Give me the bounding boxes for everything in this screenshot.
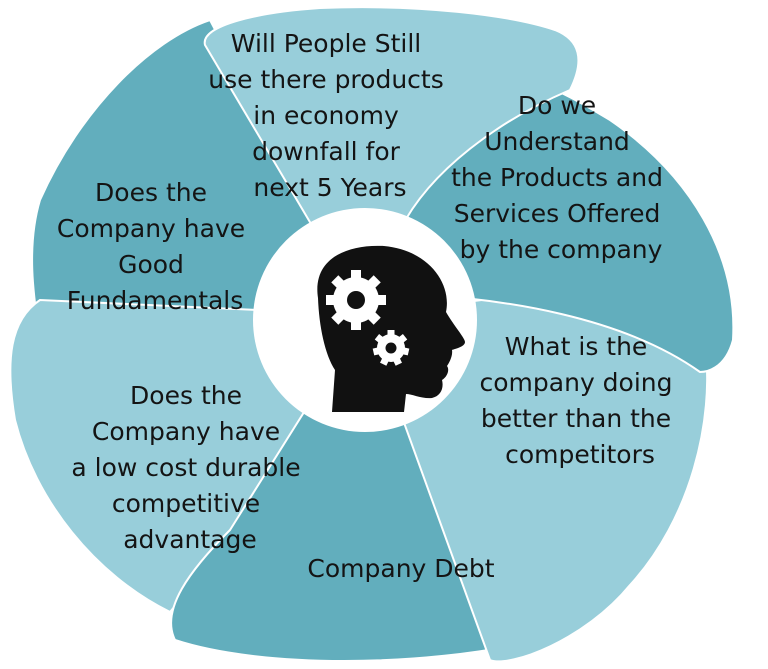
label-lower-right: What is the company doing better than th… <box>480 332 681 469</box>
gear-tooth <box>398 334 408 344</box>
label-upper-left: Does the Company have Good Fundamentals <box>57 178 253 315</box>
gear-tooth <box>331 275 345 289</box>
label-lower-left: Does the Company have a low cost durable… <box>71 381 308 554</box>
gear-tooth <box>326 295 335 305</box>
gear-tooth <box>367 311 381 325</box>
gear-tooth <box>367 275 381 289</box>
gear-tooth <box>387 330 395 336</box>
small-gear-teeth <box>372 330 410 366</box>
gear-tooth <box>374 334 384 344</box>
gear-tooth <box>377 295 386 305</box>
label-upper-right: Do we Understand the Products and Servic… <box>451 91 671 264</box>
gear-tooth <box>351 321 361 330</box>
large-gear-hole <box>347 291 365 309</box>
head-with-gears-icon <box>317 245 465 412</box>
gear-tooth <box>380 357 389 366</box>
label-bottom: Company Debt <box>307 554 494 583</box>
gear-tooth <box>393 357 402 366</box>
gear-tooth <box>331 311 345 325</box>
large-gear-teeth <box>326 270 386 330</box>
label-top: Will People Still use there products in … <box>208 29 451 202</box>
petal-top <box>203 6 580 318</box>
gear-tooth <box>372 347 381 356</box>
small-gear-hole <box>385 342 397 354</box>
segment-labels: Will People Still use there products in … <box>57 29 681 583</box>
gear-tooth <box>401 347 410 356</box>
gear-tooth <box>351 270 361 279</box>
